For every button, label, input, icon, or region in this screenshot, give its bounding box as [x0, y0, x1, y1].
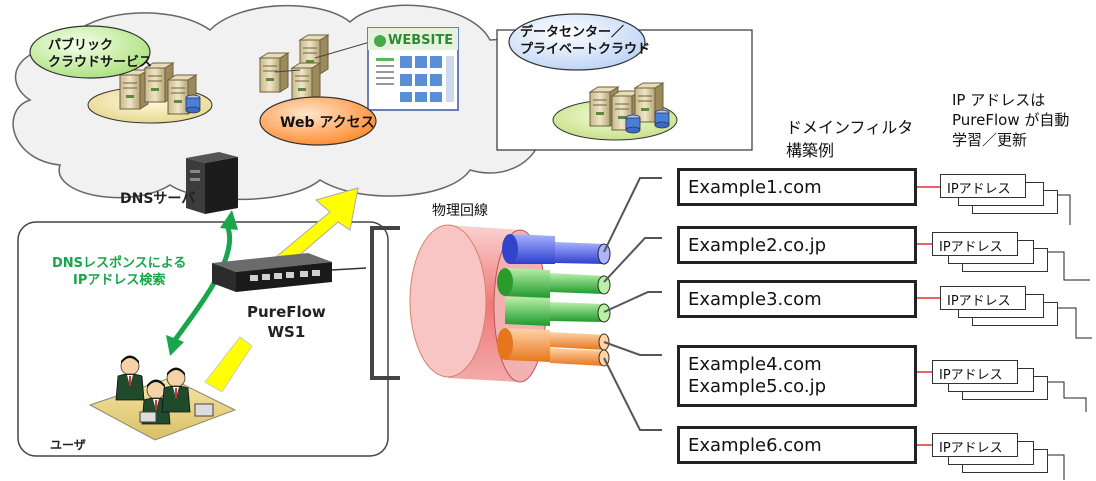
web-access-label: Web アクセス: [280, 115, 375, 131]
database-icon: [185, 94, 201, 114]
domain-box: Example2.co.jp: [677, 226, 917, 264]
ip-card: IPアドレス: [932, 360, 1018, 384]
user-label: ユーザ: [50, 438, 86, 452]
ip-connectors: [917, 186, 940, 446]
server-icon: [259, 52, 289, 93]
wire-connectors: [603, 177, 662, 431]
dns-response-label: DNSレスポンスによる IPアドレス検索: [52, 256, 187, 288]
domain-box: Example6.com: [677, 426, 917, 464]
ip-card: IPアドレス: [940, 286, 1026, 310]
ip-card: IPアドレス: [932, 232, 1018, 256]
server-icon: [291, 62, 321, 103]
website-icon: [367, 27, 459, 111]
dns-server-icon: [186, 152, 238, 214]
users-icon: [88, 355, 237, 441]
domain-filter-label: ドメインフィルタ 構築例: [786, 118, 914, 160]
data-center-label: データセンター／ プライベートクラウド: [520, 25, 651, 57]
server-icon: [119, 69, 149, 110]
pureflow-device-icon: [212, 253, 332, 292]
ip-card: IPアドレス: [932, 433, 1018, 457]
physical-line-label: 物理回線: [432, 203, 488, 219]
dns-server-label: DNSサーバ: [120, 191, 196, 207]
public-cloud-bubble: [29, 25, 151, 79]
database-icon: [654, 109, 670, 129]
physical-cable-icon: [409, 224, 611, 383]
ip-card: IPアドレス: [940, 174, 1026, 198]
ip-card-stack-lines: [1040, 194, 1092, 480]
database-icon: [625, 114, 641, 134]
cable-bracket: [370, 226, 400, 380]
user-traffic-arrow: [204, 336, 253, 393]
data-center-bubble: [508, 13, 646, 71]
web-access-bubble: [259, 96, 377, 146]
domain-box: Example3.com: [677, 280, 917, 318]
pureflow-label: PureFlow WS1: [247, 303, 326, 341]
public-cloud-label: パブリック クラウドサービス: [48, 38, 153, 70]
domain-box: Example1.com: [677, 168, 917, 206]
domain-box: Example4.com Example5.co.jp: [677, 345, 917, 407]
website-logo-text: WEBSITE: [388, 33, 454, 48]
ip-note-label: IP アドレスは PureFlow が自動 学習／更新: [952, 91, 1070, 149]
